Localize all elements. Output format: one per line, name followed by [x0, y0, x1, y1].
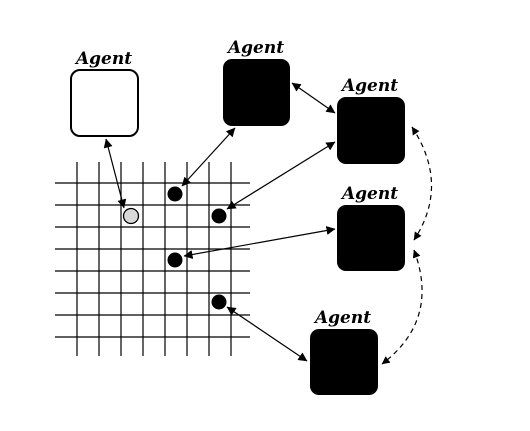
agent-label: Agent [226, 38, 284, 58]
grid-node-active [167, 252, 183, 268]
dashed-link [381, 249, 423, 365]
grid-node-inactive [122, 207, 140, 225]
connection-arrow [183, 226, 336, 259]
grid-node-active [211, 294, 227, 310]
agent-outline: Agent [70, 49, 139, 137]
connection-arrow [226, 141, 336, 210]
agent-filled: Agent [337, 184, 405, 271]
connection-arrow [181, 127, 236, 187]
agent-filled: Agent [310, 308, 378, 395]
connections [103, 82, 336, 362]
agent-label: Agent [340, 76, 398, 96]
connection-arrow [226, 306, 308, 362]
agent-label: Agent [313, 308, 371, 328]
grid-node-active [167, 186, 183, 202]
agent-label: Agent [340, 184, 398, 204]
connection-arrow [291, 82, 336, 114]
dashed-link [411, 126, 433, 241]
agent-links [381, 126, 433, 365]
agent-filled: Agent [223, 38, 290, 126]
grid-node-active [211, 208, 227, 224]
agent-filled: Agent [337, 76, 405, 164]
agent-label: Agent [74, 49, 132, 69]
connection-arrow [103, 138, 127, 209]
grid [55, 162, 250, 356]
